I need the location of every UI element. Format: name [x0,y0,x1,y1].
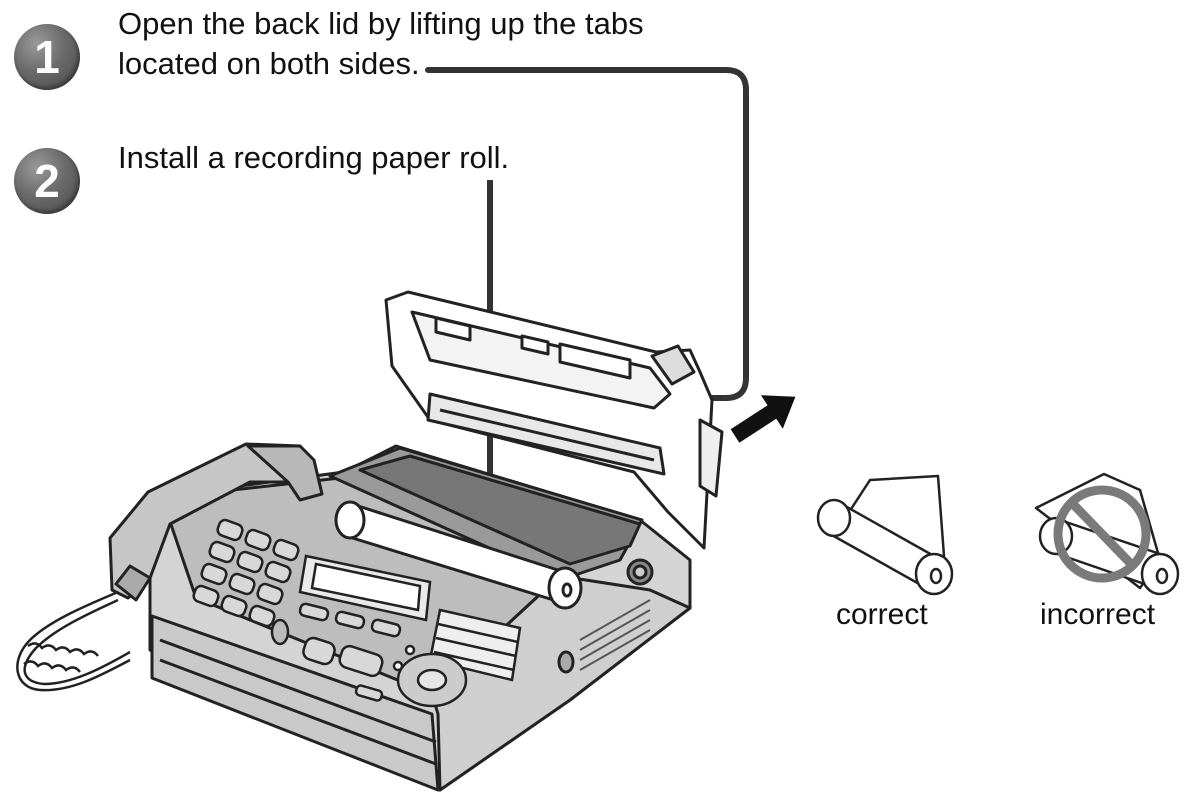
handset-cord [16,590,131,692]
roll-correct-icon [816,474,954,596]
step-2-line-1: Install a recording paper roll. [118,140,510,175]
direction-arrow [730,395,796,443]
handset [108,442,324,602]
step-1-leader-line [425,67,749,401]
control-panel [192,518,522,708]
step-1-line-2: located on both sides. [118,46,420,81]
paper-compartment [328,446,654,610]
step-1-instruction: Open the back lid by lifting up the tabs… [118,4,644,84]
prohibited-icon [1053,485,1151,583]
step-2-badge: 2 [14,148,80,214]
step-1-badge: 1 [14,24,80,90]
incorrect-label: incorrect [1040,598,1156,631]
correct-label: correct [836,598,928,631]
step-2-instruction: Install a recording paper roll. [118,138,509,178]
step-1-line-1: Open the back lid by lifting up the tabs [118,6,644,41]
back-lid [384,290,724,550]
